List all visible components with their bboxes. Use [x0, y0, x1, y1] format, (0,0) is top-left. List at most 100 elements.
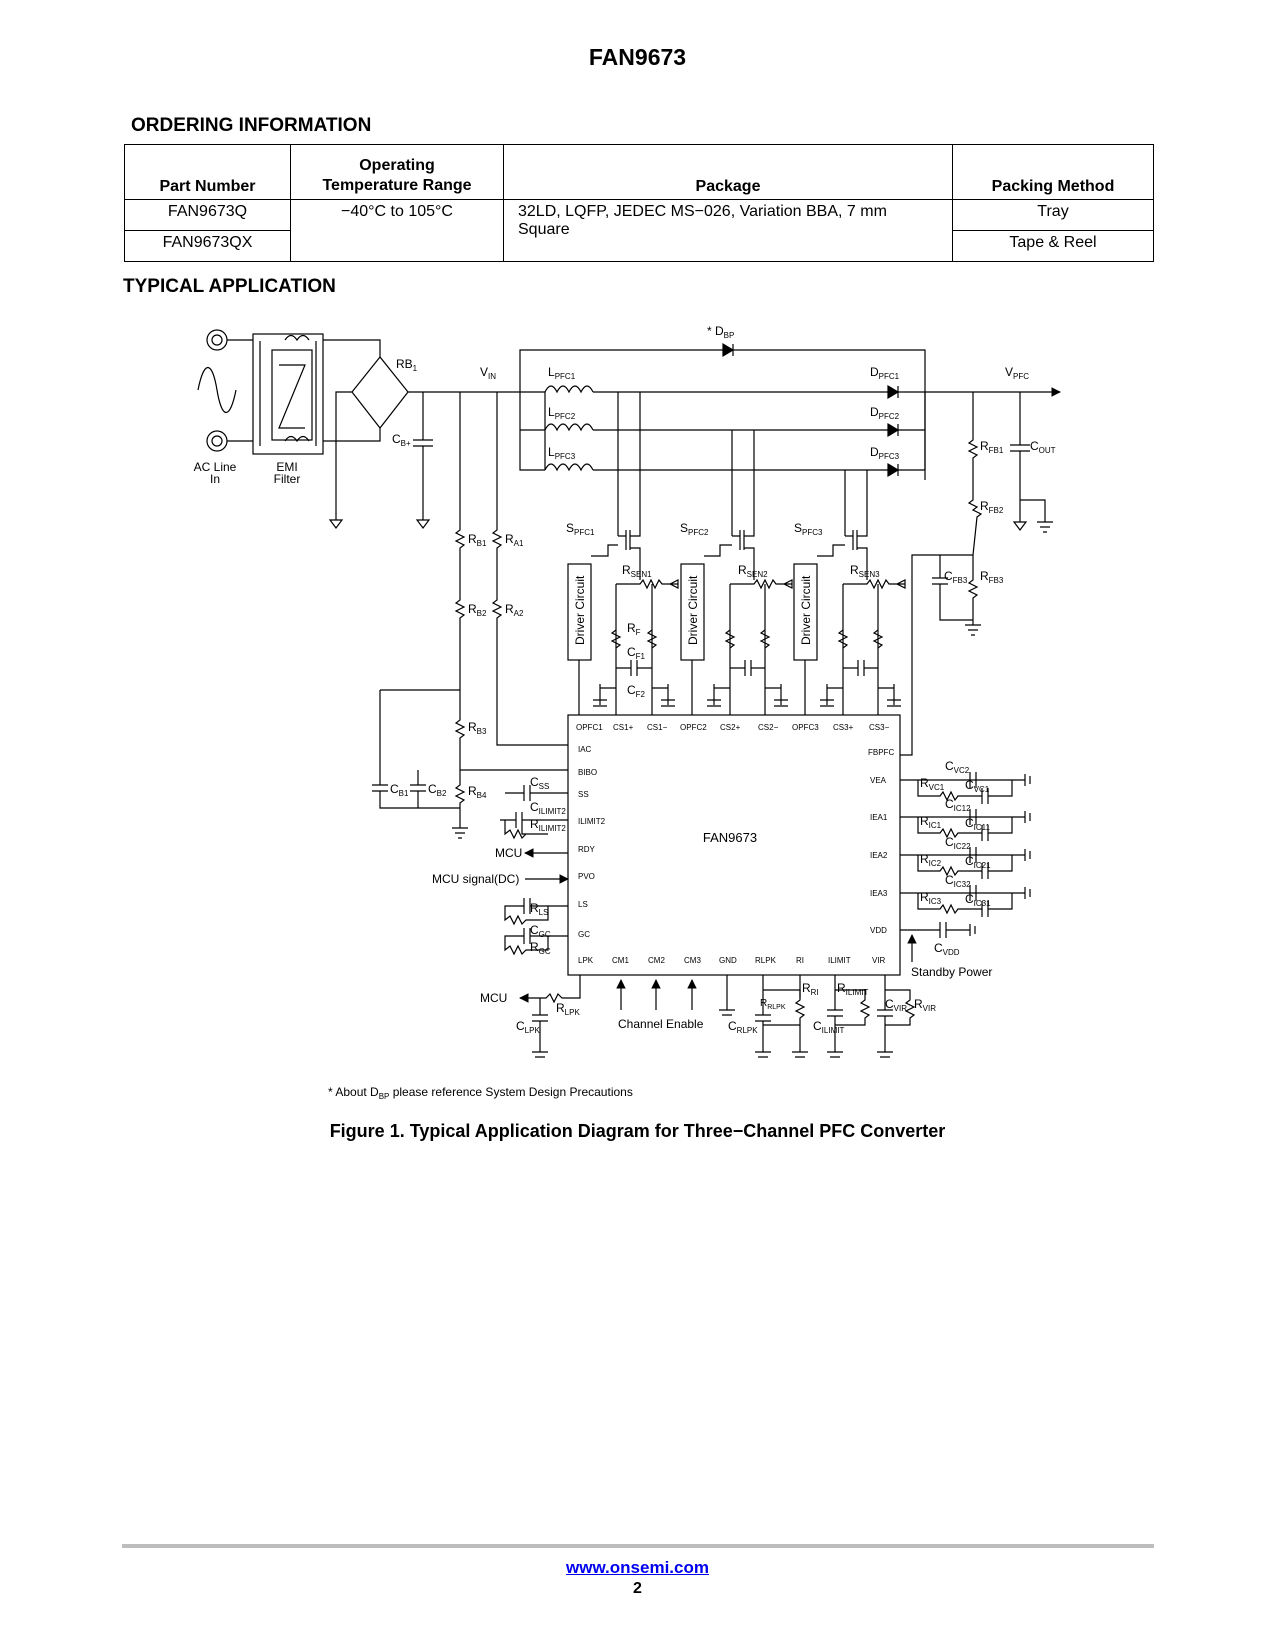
label-rgc: RGC: [530, 940, 551, 956]
pin-opfc1: OPFC1: [576, 723, 603, 732]
label-css: CSS: [530, 775, 549, 791]
pin-cs2-minus: CS2−: [758, 723, 779, 732]
pin-ri: RI: [796, 956, 804, 965]
driver-circuit-1: Driver Circuit: [573, 575, 587, 645]
pin-vea: VEA: [870, 776, 887, 785]
label-rlpk: RLPK: [556, 1001, 580, 1017]
label-rsen1: RSEN1: [622, 563, 652, 579]
label-rb4r: RB4: [468, 784, 487, 800]
footer-link[interactable]: www.onsemi.com: [566, 1558, 709, 1577]
label-emi-2: Filter: [274, 472, 301, 486]
label-clpk: CLPK: [516, 1019, 540, 1035]
typical-application-schematic: * DBP RB1 VIN CB+ AC Line In EMI Filter …: [194, 324, 1061, 1101]
label-cilimit2: CILIMIT2: [530, 800, 566, 816]
label-cic32: CIC32: [945, 873, 971, 889]
label-ra1: RA1: [505, 532, 524, 548]
label-mcu-rdy: MCU: [495, 846, 522, 860]
label-rb2r: RB2: [468, 602, 487, 618]
label-cvdd: CVDD: [934, 941, 960, 957]
label-rri: RRI: [802, 981, 819, 997]
label-cilimit: CILIMIT: [813, 1019, 844, 1035]
label-rilimit: RILIMIT: [837, 981, 868, 997]
table-header-row: Part Number Operating Temperature Range …: [124, 144, 1154, 200]
pin-iac: IAC: [578, 745, 592, 754]
pin-cs3-plus: CS3+: [833, 723, 854, 732]
label-rfb2: RFB2: [980, 499, 1004, 515]
label-cvc1: CVC1: [965, 778, 990, 794]
label-cic21: CIC21: [965, 854, 991, 870]
pin-iea1: IEA1: [870, 813, 888, 822]
pin-opfc3: OPFC3: [792, 723, 819, 732]
pin-ilimit2: ILIMIT2: [578, 817, 606, 826]
label-cf2: CF2: [627, 683, 646, 699]
pin-pvo: PVO: [578, 872, 595, 881]
label-vpfc: VPFC: [1005, 365, 1029, 381]
label-cic12: CIC12: [945, 797, 971, 813]
col-packing-method: Packing Method: [952, 144, 1154, 200]
label-mcu-lpk: MCU: [480, 991, 507, 1005]
label-ra2: RA2: [505, 602, 524, 618]
pin-cm2: CM2: [648, 956, 665, 965]
label-cb1: CB1: [390, 782, 409, 798]
label-cic31: CIC31: [965, 892, 991, 908]
label-cbp: CB+: [392, 432, 411, 448]
label-cfb3: CFB3: [944, 569, 968, 585]
label-cgc: CGC: [530, 923, 551, 939]
label-cic11: CIC11: [965, 816, 991, 832]
pin-ilimit: ILIMIT: [828, 956, 851, 965]
pin-rlpk: RLPK: [755, 956, 777, 965]
label-spfc3: SPFC3: [794, 521, 823, 537]
cell-packing: Tape & Reel: [952, 230, 1154, 262]
label-dpfc1: DPFC1: [870, 365, 900, 381]
cell-part: FAN9673QX: [124, 230, 291, 262]
pin-gnd: GND: [719, 956, 737, 965]
cell-package: 32LD, LQFP, JEDEC MS−026, Variation BBA,…: [503, 199, 953, 262]
label-rf: RF: [627, 621, 641, 637]
cell-packing: Tray: [952, 199, 1154, 231]
table-row: FAN9673Q −40°C to 105°C 32LD, LQFP, JEDE…: [124, 199, 1154, 262]
pin-cm3: CM3: [684, 956, 701, 965]
driver-circuit-2: Driver Circuit: [686, 575, 700, 645]
label-rrlpk: RRLPK: [760, 998, 786, 1011]
table-row: FAN9673QX Tape & Reel: [124, 230, 1154, 262]
label-dpfc3: DPFC3: [870, 445, 900, 461]
pin-cm1: CM1: [612, 956, 629, 965]
label-ac-line-1: AC Line: [194, 460, 237, 474]
pin-iea3: IEA3: [870, 889, 888, 898]
footnote: * About DBP please reference System Desi…: [328, 1085, 633, 1101]
pin-gc: GC: [578, 930, 590, 939]
driver-circuit-3: Driver Circuit: [799, 575, 813, 645]
ic-name: FAN9673: [703, 830, 757, 845]
label-spfc1: SPFC1: [566, 521, 595, 537]
cell-temp: −40°C to 105°C: [290, 199, 504, 262]
application-heading: TYPICAL APPLICATION: [123, 276, 336, 297]
ordering-heading: ORDERING INFORMATION: [131, 115, 372, 136]
label-lpfc2: LPFC2: [548, 405, 576, 421]
label-channel-enable: Channel Enable: [618, 1017, 704, 1031]
label-ric3: RIC3: [920, 890, 942, 906]
label-rfb1: RFB1: [980, 439, 1004, 455]
label-emi-1: EMI: [276, 460, 297, 474]
pin-lpk: LPK: [578, 956, 594, 965]
label-cic22: CIC22: [945, 835, 971, 851]
label-cb2: CB2: [428, 782, 447, 798]
pin-cs2-plus: CS2+: [720, 723, 741, 732]
pin-ss: SS: [578, 790, 589, 799]
label-rls: RLS: [530, 901, 548, 917]
pin-cs3-minus: CS3−: [869, 723, 890, 732]
pin-vir: VIR: [872, 956, 886, 965]
col-temperature-line2: Temperature Range: [322, 177, 472, 194]
label-rvir: RVIR: [914, 997, 936, 1013]
label-cout: COUT: [1030, 439, 1056, 455]
label-ac-line-2: In: [210, 472, 220, 486]
page-number: 2: [633, 1580, 642, 1597]
pin-vdd: VDD: [870, 926, 887, 935]
label-rb3r: RB3: [468, 720, 487, 736]
cell-part: FAN9673Q: [124, 199, 291, 231]
label-ric1: RIC1: [920, 814, 942, 830]
pin-bibo: BIBO: [578, 768, 597, 777]
label-cf1: CF1: [627, 645, 646, 661]
label-rb1r: RB1: [468, 532, 487, 548]
col-temperature-line1: Operating: [359, 157, 435, 174]
label-rilimit2: RILIMIT2: [530, 817, 566, 833]
